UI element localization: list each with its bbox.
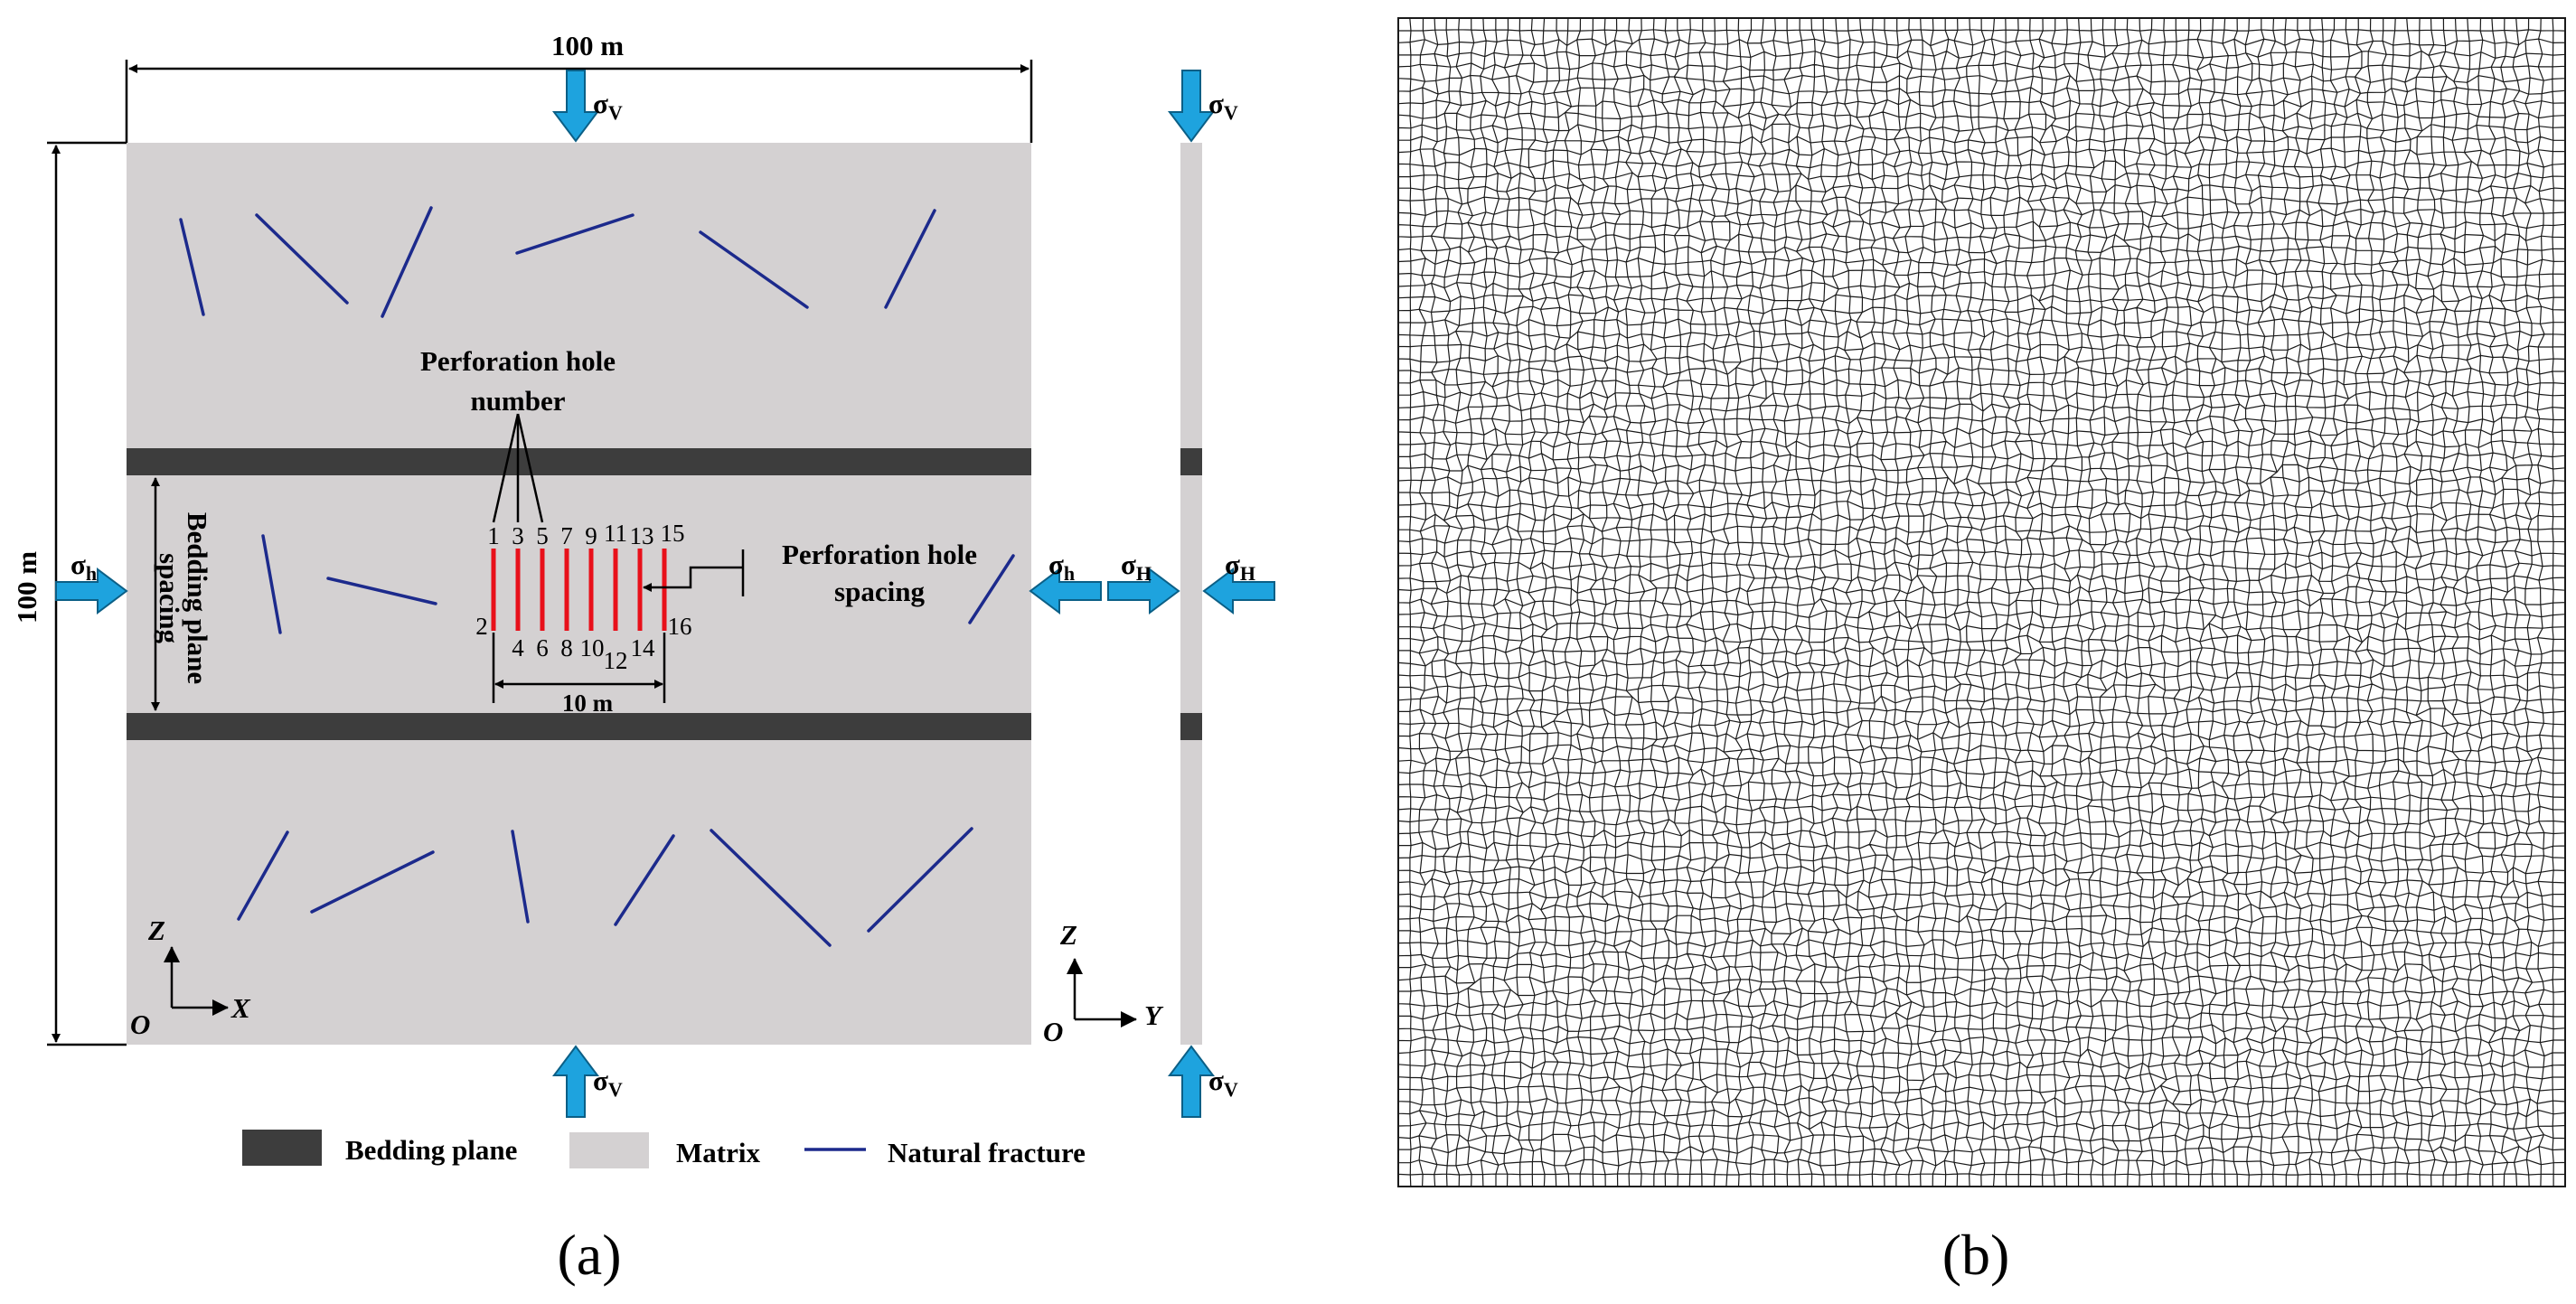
hole-number-15: 15 (661, 520, 685, 547)
hole-number-13: 13 (630, 522, 654, 549)
legend-swatch-bedding (242, 1130, 322, 1166)
hole-number-2: 2 (475, 613, 488, 640)
hole-number-4: 4 (512, 634, 524, 661)
hole-number-9: 9 (585, 522, 597, 549)
legend-label-matrix: Matrix (676, 1137, 760, 1168)
bedding-plane-upper (127, 448, 1031, 475)
mesh-lines (1398, 18, 2565, 1187)
stress-arrow-top (553, 70, 598, 142)
width-dimension-label: 100 m (551, 30, 624, 61)
panel-a: 1 3 5 7 9 11 13 15 2 4 6 8 10 12 14 16 P… (11, 30, 1275, 1287)
height-dimension-label: 100 m (11, 551, 42, 624)
sigma-v-side-bottom: σV (1208, 1065, 1238, 1101)
sigma-h-right: σh (1048, 549, 1075, 585)
perforation-number-label-line2: number (470, 385, 565, 417)
hole-number-1: 1 (487, 522, 500, 549)
height-dimension (47, 141, 127, 1046)
sigma-v-side-top: σV (1208, 88, 1238, 124)
sigma-h-left: σh (71, 549, 97, 585)
perforation-number-pointer (492, 413, 544, 523)
legend-swatch-matrix (569, 1132, 649, 1168)
axes-xz (164, 946, 229, 1016)
hole-number-14: 14 (631, 634, 656, 661)
stress-arrow-side-top (1169, 70, 1214, 142)
perforation-span-dimension (492, 633, 666, 703)
hole-number-3: 3 (512, 522, 524, 549)
axis-origin-right: O (1043, 1016, 1063, 1047)
hole-number-16: 16 (668, 613, 692, 640)
legend-label-bedding: Bedding plane (345, 1134, 517, 1166)
hole-number-11: 11 (604, 520, 627, 547)
caption-b: (b) (1942, 1223, 2010, 1287)
axes-yz (1067, 958, 1137, 1027)
caption-a: (a) (557, 1223, 621, 1287)
stress-arrow-bottom (553, 1046, 598, 1118)
bedding-spacing-label-line1: Bedding plane (182, 512, 213, 684)
mesh-border (1397, 17, 2566, 1187)
legend-label-fracture: Natural fracture (888, 1137, 1086, 1168)
width-dimension (125, 60, 1033, 143)
perforation-spacing-pointer (643, 566, 743, 592)
hole-number-6: 6 (536, 634, 549, 661)
sigma-v-top: σV (593, 88, 623, 124)
side-bedding-upper (1180, 448, 1202, 475)
axis-label-y: Y (1144, 999, 1164, 1031)
finite-element-mesh (1398, 18, 2565, 1187)
sigma-H-side-left: σH (1121, 549, 1152, 585)
panel-b: (b) (1397, 17, 2566, 1287)
perforation-spacing-label-line2: spacing (834, 576, 925, 607)
hole-number-12: 12 (604, 647, 628, 674)
axis-label-z-left: Z (147, 915, 165, 946)
matrix-block (127, 143, 1031, 1045)
bedding-spacing-label-line2: spacing (154, 553, 185, 643)
perforation-number-label-line1: Perforation hole (420, 345, 616, 377)
perforation-spacing-label-line1: Perforation hole (782, 539, 977, 570)
hole-number-10: 10 (580, 634, 605, 661)
axis-label-x: X (230, 992, 251, 1024)
natural-fractures (179, 206, 1015, 947)
stress-arrow-side-bottom (1169, 1046, 1214, 1118)
hole-number-7: 7 (560, 522, 573, 549)
legend: Bedding plane Matrix Natural fracture (242, 1130, 1086, 1168)
perforation-span-label: 10 m (562, 690, 614, 717)
side-view-block (1180, 143, 1202, 1045)
bedding-plane-lower (127, 713, 1031, 740)
hole-number-5: 5 (536, 522, 549, 549)
axis-label-z-right: Z (1059, 919, 1077, 951)
perforation-holes (491, 549, 667, 631)
sigma-v-bottom: σV (593, 1065, 623, 1101)
side-bedding-lower (1180, 713, 1202, 740)
axis-origin-left: O (130, 1008, 150, 1040)
hole-number-8: 8 (560, 634, 573, 661)
sigma-H-side-right: σH (1225, 549, 1255, 585)
